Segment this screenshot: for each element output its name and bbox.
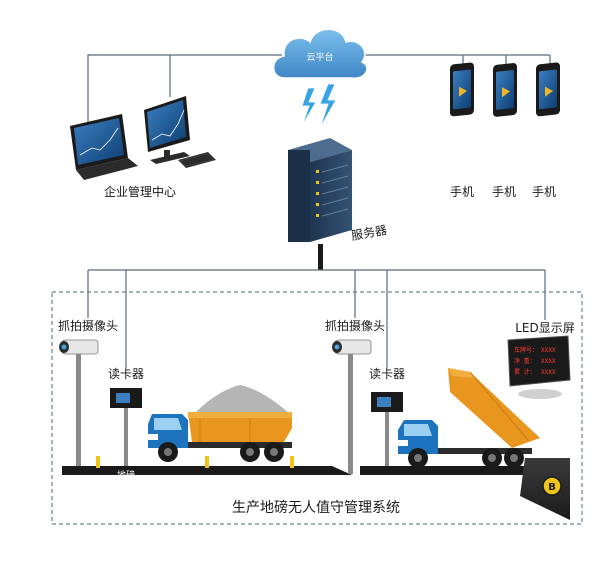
led-row-value: XXXX xyxy=(541,358,556,365)
server-rack-lights xyxy=(316,170,319,217)
system-boundary xyxy=(51,291,583,525)
badge-label: B xyxy=(548,482,556,493)
management-label: 企业管理中心 xyxy=(104,184,176,199)
badge-icon xyxy=(542,476,562,496)
camera-left: 抓拍摄像头 xyxy=(58,318,118,474)
card-reader-pole xyxy=(385,412,389,470)
phone-label: 手机 xyxy=(450,185,474,199)
phone-2: 手机 xyxy=(492,63,517,199)
lightning-icon xyxy=(301,83,337,129)
server: 服务器 xyxy=(288,138,388,243)
led-row-key: 车牌号： xyxy=(514,346,538,354)
card-reader-left: 读卡器 xyxy=(108,367,144,470)
led-display-label: LED显示屏 xyxy=(515,321,575,335)
desktop-monitor-icon xyxy=(144,96,190,164)
phone-label: 手机 xyxy=(532,185,556,199)
local-network-lines xyxy=(87,269,546,368)
truck-bed xyxy=(448,368,540,448)
camera-label: 抓拍摄像头 xyxy=(325,318,385,333)
camera-icon xyxy=(59,339,99,355)
keyboard-icon xyxy=(178,152,216,168)
truck-loaded xyxy=(148,385,292,462)
truck-wheels xyxy=(408,448,524,468)
system-title: 生产地磅无人值守管理系统 xyxy=(232,499,400,516)
truck-wheels xyxy=(158,442,284,462)
cloud-platform: 云平台 xyxy=(272,28,368,79)
led-row-key: 累 计： xyxy=(514,368,536,376)
laptop-icon xyxy=(70,114,138,180)
led-screen xyxy=(507,335,571,387)
truck-bed xyxy=(188,412,292,442)
card-reader-right: 读卡器 xyxy=(369,367,405,470)
camera-icon xyxy=(332,339,372,355)
unloading-ramp: B xyxy=(360,458,570,520)
server-stem xyxy=(318,244,323,270)
scale-label: 地磅 xyxy=(117,469,135,481)
phone-3: 手机 xyxy=(532,62,560,199)
phone-1: 手机 xyxy=(450,62,474,199)
management-center: 企业管理中心 xyxy=(70,96,216,199)
led-display: LED显示屏 车牌号： XXXX 净 重： XXXX 累 计： XXXX xyxy=(507,321,575,399)
led-base xyxy=(518,389,562,399)
cloud-icon xyxy=(272,28,368,79)
truck-load xyxy=(196,385,290,414)
led-row-key: 净 重： xyxy=(514,357,536,365)
cloud-label: 云平台 xyxy=(306,51,333,63)
camera-pole xyxy=(348,354,353,474)
camera-pole xyxy=(76,354,81,474)
scale-platform xyxy=(62,466,332,475)
truck-dumping xyxy=(398,368,540,468)
card-reader-pole xyxy=(124,408,128,470)
weighbridge: 地磅 xyxy=(62,456,352,481)
led-rows: 车牌号： XXXX 净 重： XXXX 累 计： XXXX xyxy=(514,346,556,376)
camera-right: 抓拍摄像头 xyxy=(325,318,385,474)
server-label: 服务器 xyxy=(350,222,388,243)
card-reader-label: 读卡器 xyxy=(369,367,405,381)
phone-label: 手机 xyxy=(492,185,516,199)
card-reader-label: 读卡器 xyxy=(108,367,144,381)
led-row-value: XXXX xyxy=(541,369,556,376)
led-row-value: XXXX xyxy=(541,347,556,354)
camera-label: 抓拍摄像头 xyxy=(58,318,118,333)
